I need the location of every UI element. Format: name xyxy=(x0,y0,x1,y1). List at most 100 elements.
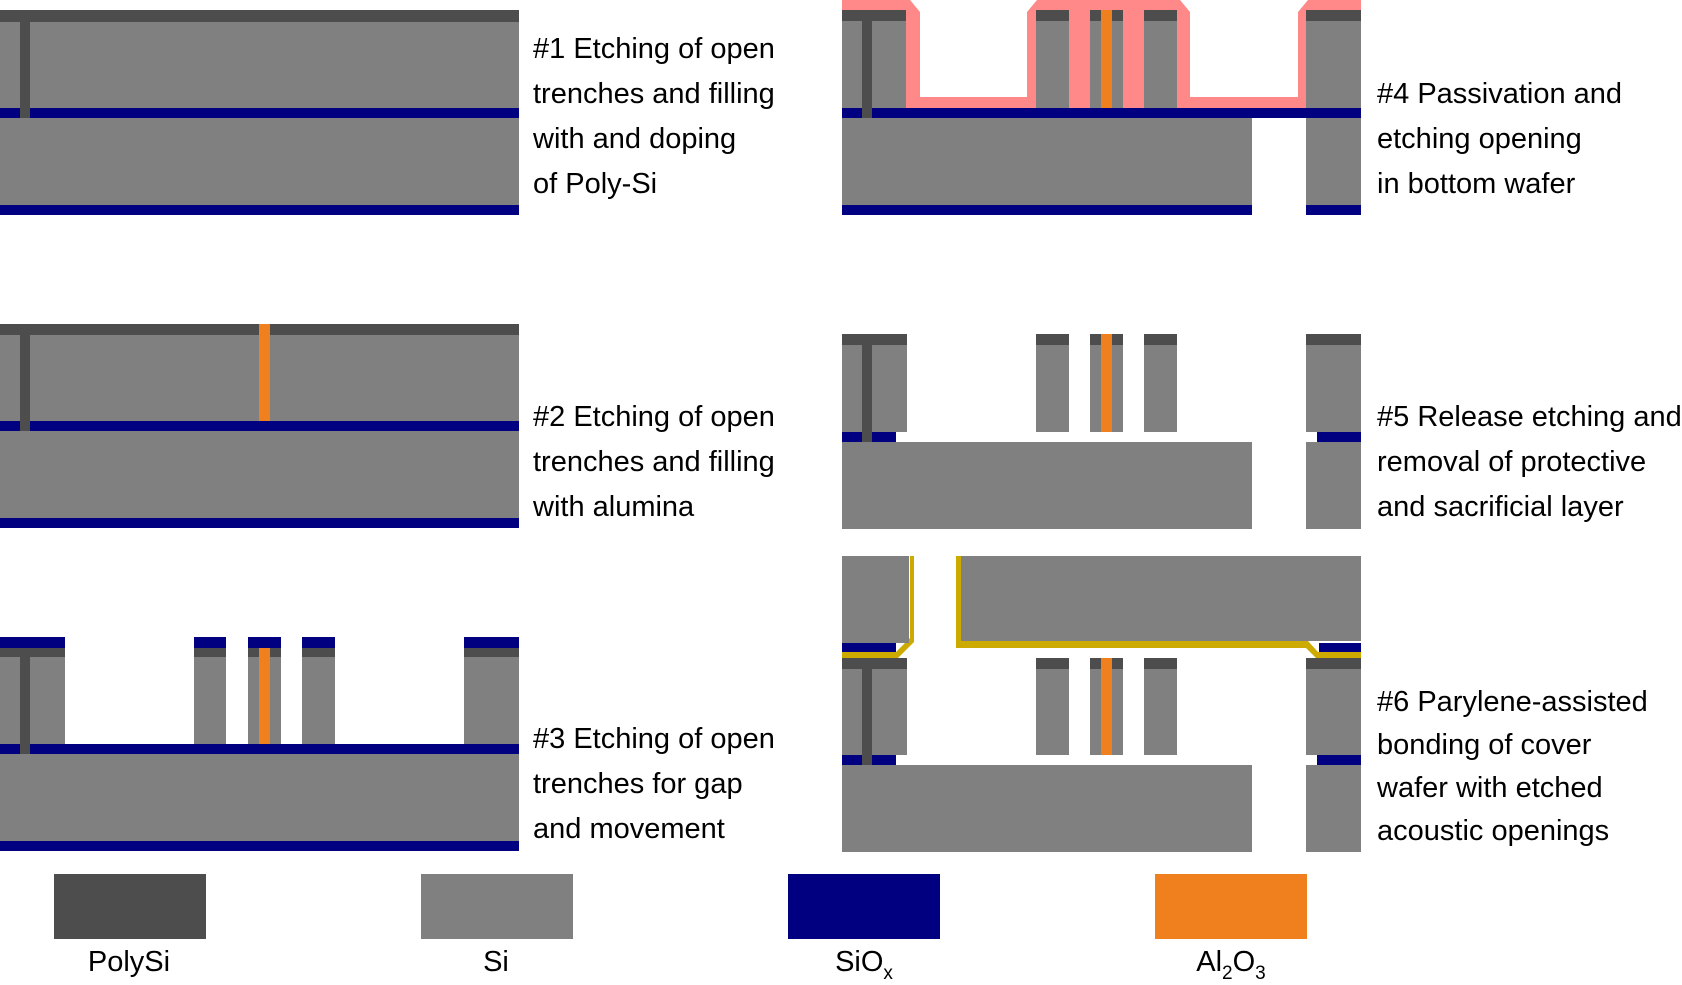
polysi-trench xyxy=(862,755,872,765)
legend-swatch-si xyxy=(421,874,573,939)
siox-box-layer xyxy=(842,108,1361,118)
si-cover-wafer xyxy=(842,556,909,643)
polysi-layer xyxy=(842,658,907,669)
step-2-text: #2 Etching of open trenches and filling … xyxy=(533,395,775,530)
siox-box-layer xyxy=(0,421,519,431)
si-pillar xyxy=(464,657,519,744)
polysi-layer xyxy=(302,648,335,657)
si-handle-wafer xyxy=(842,765,1252,852)
polysi-trench xyxy=(20,22,30,108)
legend-label-subscript: 2 xyxy=(1222,963,1233,984)
step-text-line: wafer with etched xyxy=(1377,772,1603,804)
si-handle-wafer xyxy=(1306,442,1361,529)
step-text-line: #1 Etching of open xyxy=(533,33,775,65)
polysi-trench xyxy=(20,108,30,118)
siox-mask xyxy=(302,637,335,648)
si-handle-wafer xyxy=(842,118,1252,205)
step-6-text: #6 Parylene-assisted bonding of cover wa… xyxy=(1377,681,1648,853)
polysi-trench xyxy=(862,21,872,108)
step-text-line: trenches and filling xyxy=(533,78,775,110)
siox-mask xyxy=(464,637,519,648)
si-pillar xyxy=(1036,669,1069,755)
si-pillar xyxy=(1036,21,1069,108)
step-text-line: bonding of cover xyxy=(1377,729,1592,761)
step-text-line: etching opening xyxy=(1377,123,1582,155)
si-pillar xyxy=(1306,669,1361,755)
siox-cover xyxy=(1319,643,1361,652)
polysi-trench xyxy=(862,432,872,442)
si-handle-wafer xyxy=(1306,765,1361,852)
polysi-trench xyxy=(20,744,30,754)
legend-label-si: Si xyxy=(396,946,596,979)
si-pillar xyxy=(1144,21,1177,108)
step-text-line: #4 Passivation and xyxy=(1377,78,1623,110)
siox-mask xyxy=(248,637,281,648)
polysi-layer xyxy=(0,648,65,657)
legend-label-base: PolySi xyxy=(87,946,171,978)
siox-cover xyxy=(842,643,896,652)
alumina-trench xyxy=(1101,658,1112,755)
si-pillar xyxy=(1306,21,1361,108)
siox-bottom-layer xyxy=(0,841,519,851)
legend-label-subscript: x xyxy=(883,963,893,984)
legend-label-base: SiO xyxy=(835,946,884,978)
si-cover-wafer xyxy=(961,556,1361,641)
step-text-line: and movement xyxy=(533,813,725,845)
alumina-trench xyxy=(1101,10,1112,108)
step-text-line: in bottom wafer xyxy=(1377,168,1576,200)
step-text-line: #2 Etching of open xyxy=(533,401,775,433)
polysi-trench xyxy=(862,345,872,432)
step-3-text: #3 Etching of open trenches for gap and … xyxy=(533,717,775,852)
si-pillar xyxy=(842,21,907,108)
step-text-line: #6 Parylene-assisted xyxy=(1377,686,1648,718)
alumina-trench xyxy=(259,324,270,421)
siox-anchor xyxy=(1317,432,1361,442)
si-handle-wafer xyxy=(0,118,519,205)
parylene-layer xyxy=(956,556,1361,658)
step-text-line: with alumina xyxy=(533,491,695,523)
legend-label-subscript: 3 xyxy=(1255,963,1266,984)
legend-label-siox: SiOx xyxy=(764,946,964,985)
polysi-trench xyxy=(862,669,872,755)
polysi-layer xyxy=(194,648,226,657)
legend-label-al2o3: Al2O3 xyxy=(1131,946,1331,985)
alumina-trench xyxy=(1101,334,1112,432)
step-5-text: #5 Release etching and removal of protec… xyxy=(1377,395,1682,530)
si-handle-wafer xyxy=(0,431,519,518)
siox-bottom-layer xyxy=(0,518,519,528)
polysi-trench xyxy=(20,648,30,744)
polysi-layer xyxy=(1036,658,1069,669)
step-text-line: of Poly-Si xyxy=(533,168,658,200)
si-pillar xyxy=(302,657,335,744)
step-text-line: trenches and filling xyxy=(533,446,775,478)
siox-anchor xyxy=(1317,755,1361,765)
passivation-gap-fill xyxy=(1123,10,1144,108)
siox-box-layer xyxy=(0,108,519,118)
siox-bottom-layer xyxy=(0,205,519,215)
si-pillar xyxy=(1144,345,1177,432)
si-pillar xyxy=(1306,345,1361,432)
polysi-layer xyxy=(842,10,907,21)
step-text-line: and sacrificial layer xyxy=(1377,491,1624,523)
polysi-layer xyxy=(1144,658,1177,669)
polysi-layer xyxy=(1144,334,1177,345)
step-1-text: #1 Etching of open trenches and filling … xyxy=(533,27,775,207)
polysi-trench xyxy=(862,108,872,118)
siox-mask xyxy=(0,637,65,648)
polysi-trench xyxy=(20,421,30,431)
legend-label-base: Si xyxy=(483,946,509,978)
si-pillar xyxy=(1144,669,1177,755)
alumina-trench xyxy=(259,648,270,744)
si-pillar xyxy=(842,345,907,432)
step-text-line: #5 Release etching and xyxy=(1377,401,1682,433)
si-pillar xyxy=(842,669,907,755)
polysi-layer xyxy=(464,648,519,657)
legend-swatch-polysi xyxy=(54,874,206,939)
polysi-trench xyxy=(20,335,30,421)
si-pillar xyxy=(194,657,226,744)
si-handle-wafer xyxy=(1306,118,1361,205)
passivation-gap-fill xyxy=(1068,10,1090,108)
siox-bottom-layer xyxy=(842,205,1252,215)
si-pillar xyxy=(1036,345,1069,432)
